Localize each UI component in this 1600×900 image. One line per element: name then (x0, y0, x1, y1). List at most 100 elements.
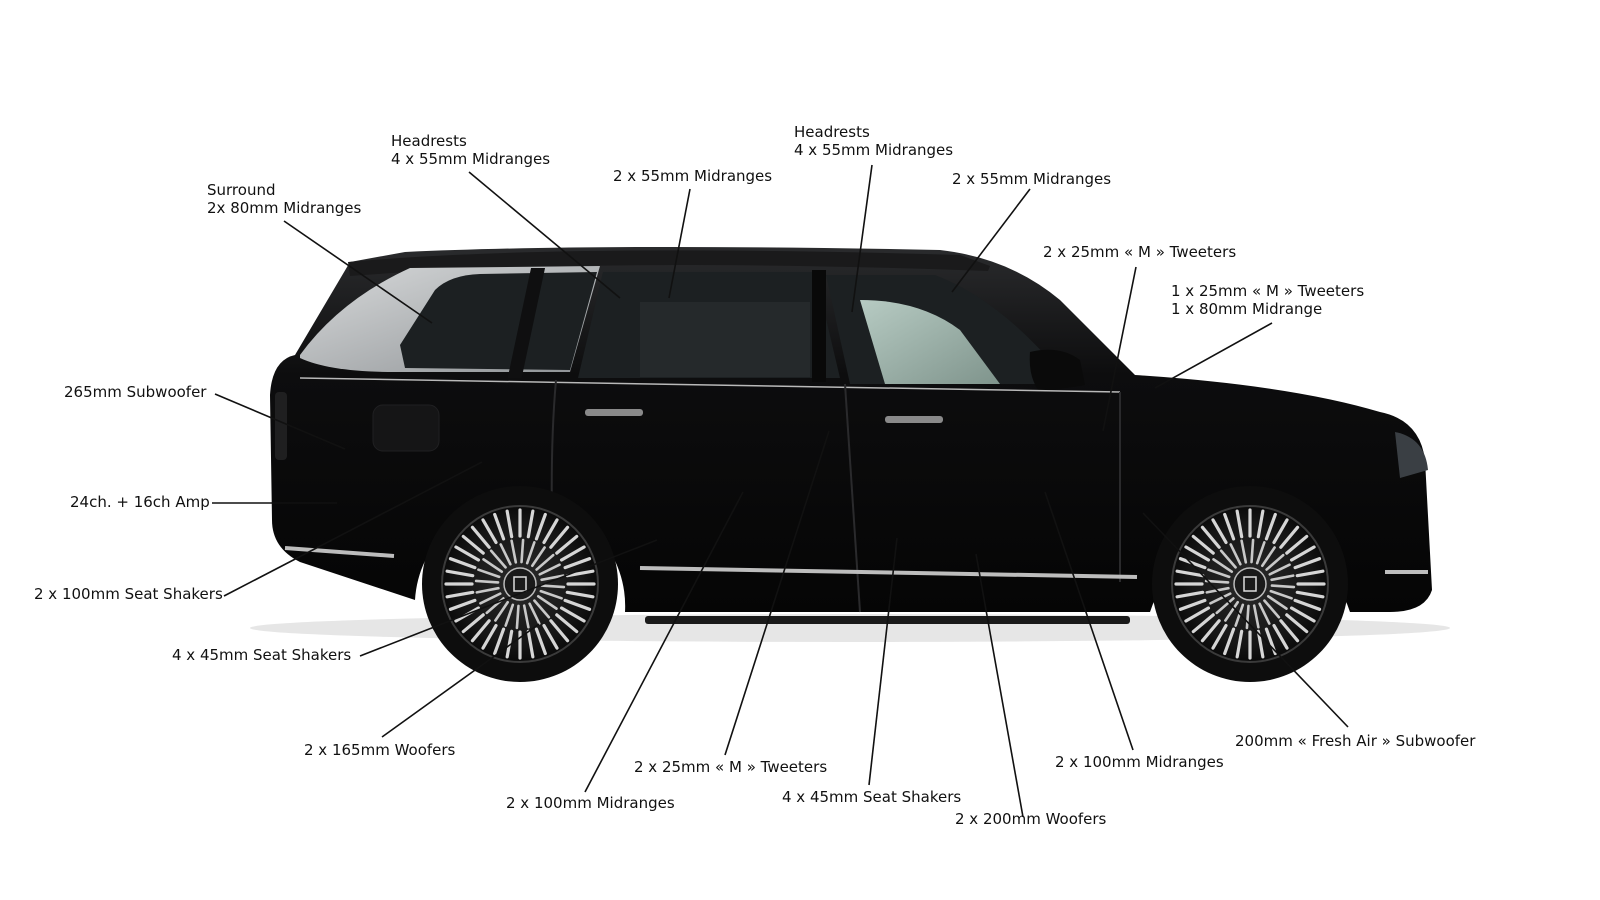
leader-line-woofers-200 (975, 553, 1024, 818)
inner-spoke (477, 568, 501, 579)
inner-spoke (1255, 541, 1266, 565)
inner-spoke (1266, 595, 1288, 610)
inner-spoke (1224, 600, 1239, 622)
front-door-handle (885, 416, 943, 423)
leader-line-tweeter-midrange-dash (1154, 322, 1273, 389)
inner-spoke (1263, 599, 1281, 619)
rear-wheel (422, 486, 618, 682)
label-line: 2 x 200mm Woofers (955, 810, 1107, 828)
inner-spoke (510, 539, 518, 564)
inner-spoke (1269, 589, 1293, 600)
spoke (1184, 545, 1211, 562)
spoke (1293, 557, 1322, 570)
spoke (481, 623, 498, 650)
label-midranges-100-front: 2 x 100mm Midranges (1055, 753, 1224, 771)
label-line: 2 x 25mm « M » Tweeters (634, 758, 828, 776)
spoke (1272, 518, 1289, 545)
inner-spoke (494, 600, 509, 622)
inner-spoke (515, 604, 520, 630)
inner-spoke (482, 558, 504, 573)
label-seat-shakers-100: 2 x 100mm Seat Shakers (34, 585, 223, 603)
inner-spoke (1245, 604, 1250, 630)
inner-spoke (540, 574, 565, 582)
spoke (1175, 590, 1205, 599)
spoke (563, 598, 592, 611)
spoke (1178, 598, 1207, 611)
fuel-cap (372, 404, 440, 452)
inner-spoke (536, 595, 558, 610)
hub-logo-icon (513, 576, 527, 592)
inner-spoke (538, 563, 561, 576)
spoke (1289, 545, 1316, 562)
spoke (1295, 590, 1325, 599)
spoke (1272, 623, 1289, 650)
label-tweeters-front: 2 x 25mm « M » Tweeters (1043, 243, 1236, 261)
hub-logo-icon (1243, 576, 1257, 592)
spoke (534, 512, 547, 541)
label-line: 2 x 100mm Seat Shakers (34, 585, 223, 603)
label-line: 24ch. + 16ch Amp (70, 493, 210, 511)
spoke (542, 518, 559, 545)
front-door-window-tint (860, 300, 1000, 384)
spoke (549, 619, 570, 643)
spoke (470, 525, 491, 549)
label-line: Surround (207, 181, 276, 199)
label-line: 2 x 25mm « M » Tweeters (1043, 243, 1237, 261)
roof-rail (348, 250, 990, 276)
inner-spoke (489, 549, 507, 569)
inner-spoke (1261, 546, 1276, 568)
spoke (448, 557, 477, 570)
front-wheel (1152, 486, 1348, 682)
spoke (1295, 569, 1325, 578)
spoke (493, 512, 506, 541)
spoke (445, 590, 475, 599)
spoke (1211, 518, 1228, 545)
spoke (1279, 619, 1300, 643)
inner-spoke (1229, 543, 1242, 566)
spoke (565, 569, 595, 578)
spoke (1184, 606, 1211, 623)
inner-spoke (499, 543, 512, 566)
leader-line-tweeters-door (724, 430, 830, 756)
spoke (1285, 534, 1309, 555)
inner-spoke (540, 584, 566, 589)
label-line: 4 x 55mm Midranges (794, 141, 954, 159)
spoke (555, 613, 579, 634)
spoke (526, 509, 535, 539)
leader-line-tweeters-front (1102, 266, 1137, 432)
label-seat-shakers-45-front: 4 x 45mm Seat Shakers (782, 788, 961, 806)
label-subwoofer-fresh-air: 200mm « Fresh Air » Subwoofer (1235, 732, 1475, 750)
label-subwoofer-265: 265mm Subwoofer (64, 383, 206, 401)
inner-spoke (531, 546, 546, 568)
inner-spoke (1258, 602, 1271, 625)
inner-spoke (1252, 604, 1260, 629)
spoke (1211, 623, 1228, 650)
spoke (454, 545, 481, 562)
inner-spoke (479, 592, 502, 605)
label-line: Headrests (391, 132, 467, 150)
spoke (448, 598, 477, 611)
label-line: 4 x 45mm Seat Shakers (782, 788, 962, 806)
spoke (563, 557, 592, 570)
label-headrests-front: Headrests 4 x 55mm Midranges (794, 123, 953, 159)
b-pillar (812, 270, 826, 382)
belt-line-trim (299, 377, 1121, 393)
spoke (1289, 606, 1316, 623)
label-tweeters-door: 2 x 25mm « M » Tweeters (634, 758, 827, 776)
spoke (461, 534, 485, 555)
spoke (565, 590, 595, 599)
spoke (505, 509, 514, 539)
label-line: 2 x 55mm Midranges (613, 167, 773, 185)
label-tweeter-midrange-dash: 1 x 25mm « M » Tweeters 1 x 80mm Midrang… (1171, 282, 1364, 318)
leader-lines (212, 164, 1349, 818)
taillight (275, 392, 287, 460)
inner-spoke (1215, 597, 1235, 615)
spoke (1235, 629, 1244, 659)
spoke (549, 525, 570, 549)
spoke (1256, 629, 1265, 659)
label-line: 1 x 80mm Midrange (1171, 300, 1323, 318)
label-line: 4 x 55mm Midranges (391, 150, 551, 168)
rear-door-handle (585, 409, 643, 416)
inner-spoke (522, 604, 530, 629)
